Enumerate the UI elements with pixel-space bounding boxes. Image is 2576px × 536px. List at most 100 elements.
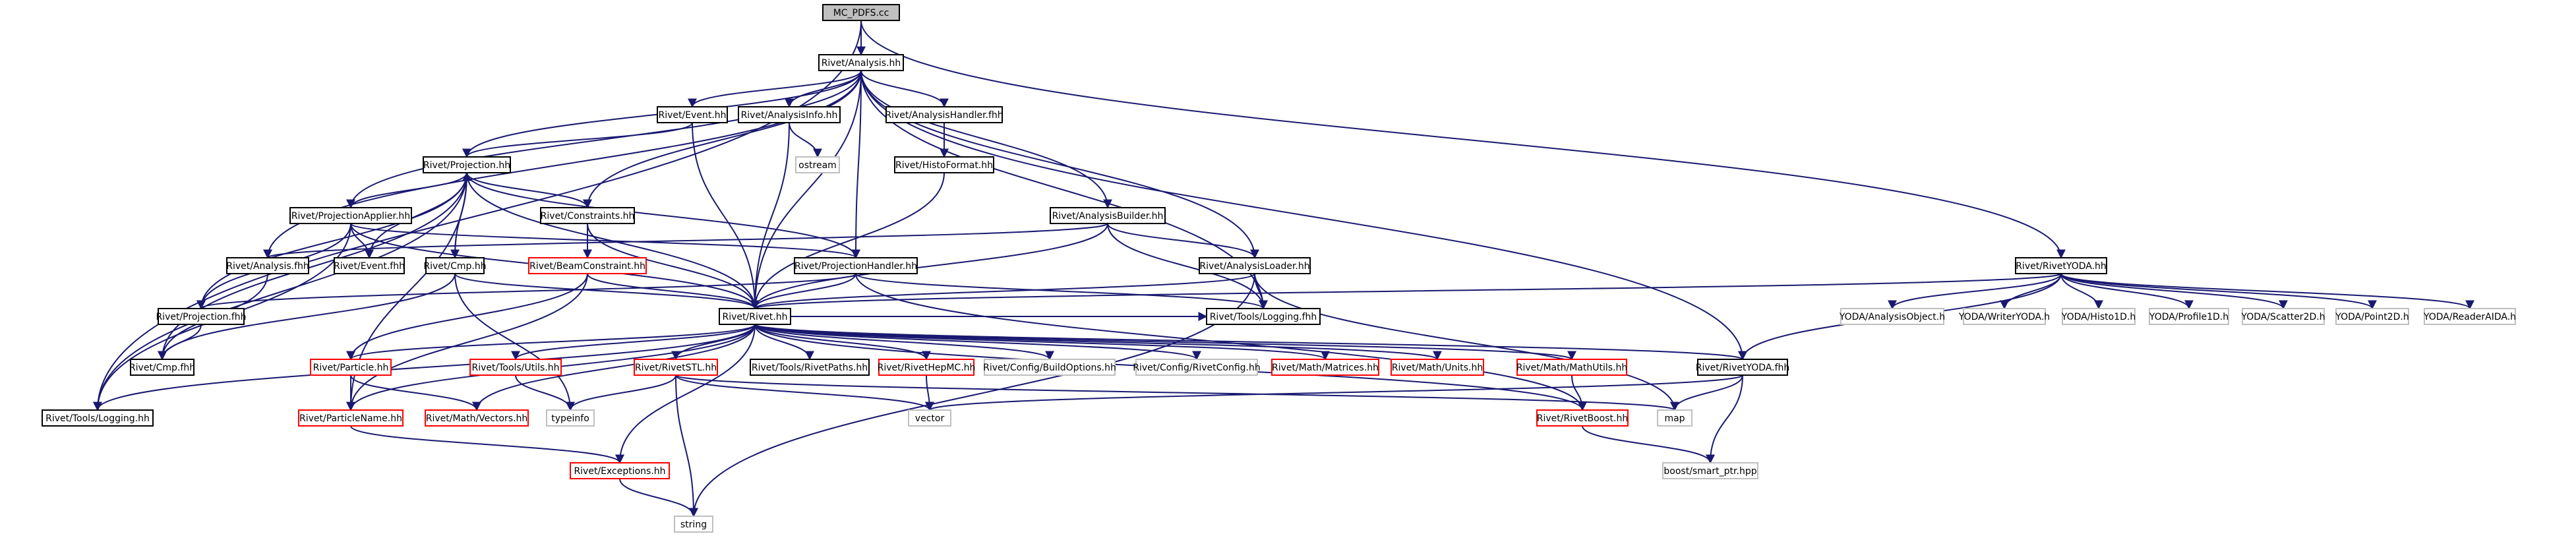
file-nodes: MC_PDFS.ccRivet/Analysis.hhRivet/Event.h… xyxy=(42,4,2516,533)
node-math_units_hh[interactable]: Rivet/Math/Units.hh xyxy=(1391,359,1484,376)
edge-rivetyoda_hh-to-yoda_histo1d xyxy=(2060,273,2103,310)
edge-event_hh-to-rivet_hh xyxy=(692,122,760,310)
node-math_vectors_hh[interactable]: Rivet/Math/Vectors.hh xyxy=(425,409,529,427)
node-tools_utils_hh[interactable]: Rivet/Tools/Utils.hh xyxy=(469,359,562,376)
node-box xyxy=(818,54,904,71)
edge-analysisinfo_hh-to-ostream xyxy=(789,122,822,158)
node-string[interactable]: string xyxy=(674,516,713,533)
node-boost_smart_ptr[interactable]: boost/smart_ptr.hpp xyxy=(1662,462,1758,479)
edge-particlename_hh-to-exceptions_hh xyxy=(350,425,624,464)
node-config_buildoptions_hh[interactable]: Rivet/Config/BuildOptions.hh xyxy=(983,359,1116,376)
node-particlename_hh[interactable]: Rivet/ParticleName.hh xyxy=(298,409,404,427)
edge-rivetstl_hh-to-string xyxy=(675,374,698,518)
node-box xyxy=(130,359,195,376)
node-rivethepmc_hh[interactable]: Rivet/RivetHepMC.hh xyxy=(878,359,976,376)
node-rivetyoda_fhh[interactable]: Rivet/RivetYODA.fhh xyxy=(1696,359,1790,376)
node-box xyxy=(1697,359,1788,376)
node-box xyxy=(2335,308,2409,325)
node-cmp_hh[interactable]: Rivet/Cmp.hh xyxy=(423,257,487,274)
node-box xyxy=(425,257,485,274)
node-projection_fhh[interactable]: Rivet/Projection.fhh xyxy=(156,308,247,325)
node-box xyxy=(634,359,718,376)
node-event_hh[interactable]: Rivet/Event.hh xyxy=(657,106,728,123)
node-yoda_writeryoda[interactable]: YODA/WriterYODA.h xyxy=(1958,308,2050,325)
edge-analysisbuilder_hh-to-analysis_fhh xyxy=(263,223,1108,259)
node-label: Rivet/Exceptions.hh xyxy=(574,466,665,477)
node-label: YODA/Profile1D.h xyxy=(2149,312,2229,322)
node-yoda_histo1d[interactable]: YODA/Histo1D.h xyxy=(2061,308,2136,325)
node-box xyxy=(298,409,404,427)
node-box xyxy=(2242,308,2325,325)
node-projection_hh[interactable]: Rivet/Projection.hh xyxy=(423,156,511,173)
edge-projectionhandler_hh-to-tools_logging_fhh xyxy=(855,273,1268,310)
node-label: YODA/ReaderAIDA.h xyxy=(2423,312,2516,322)
node-projectionhandler_hh[interactable]: Rivet/ProjectionHandler.hh xyxy=(794,257,918,274)
node-yoda_point2d[interactable]: YODA/Point2D.h xyxy=(2335,308,2409,325)
node-yoda_profile1d[interactable]: YODA/Profile1D.h xyxy=(2149,308,2229,325)
node-yoda_analysisobject[interactable]: YODA/AnalysisObject.h xyxy=(1839,308,1945,325)
node-label: typeinfo xyxy=(551,413,589,424)
edge-rivetstl_hh-to-vector xyxy=(675,374,934,411)
node-constraints_hh[interactable]: Rivet/Constraints.hh xyxy=(540,207,635,224)
node-box xyxy=(2062,308,2136,325)
node-box xyxy=(657,106,728,123)
node-typeinfo[interactable]: typeinfo xyxy=(546,409,595,427)
edge-rivet_hh-to-tools_logging_hh xyxy=(93,324,756,411)
edge-projection_hh-to-projection_fhh xyxy=(196,172,467,310)
edge-analysisbuilder_hh-to-rivet_hh xyxy=(750,223,1108,310)
node-beamconstraint_hh[interactable]: Rivet/BeamConstraint.hh xyxy=(528,257,647,274)
edge-projection_hh-to-tools_logging_hh xyxy=(93,172,467,411)
node-label: Rivet/RivetSTL.hh xyxy=(635,363,717,373)
node-box xyxy=(528,257,647,274)
node-map[interactable]: map xyxy=(1657,409,1692,427)
node-tools_logging_hh[interactable]: Rivet/Tools/Logging.hh xyxy=(42,409,154,427)
node-particle_hh[interactable]: Rivet/Particle.hh xyxy=(310,359,392,376)
node-rivetyoda_hh[interactable]: Rivet/RivetYODA.hh xyxy=(2015,257,2107,274)
edge-constraints_hh-to-rivet_hh xyxy=(587,223,760,310)
node-math_mathutils_hh[interactable]: Rivet/Math/MathUtils.hh xyxy=(1516,359,1628,376)
node-tools_logging_fhh[interactable]: Rivet/Tools/Logging.fhh xyxy=(1206,308,1321,325)
node-histoformat_hh[interactable]: Rivet/HistoFormat.hh xyxy=(894,156,994,173)
node-label: YODA/Scatter2D.h xyxy=(2240,312,2325,322)
edge-analysisinfo_hh-to-rivet_hh xyxy=(750,122,790,310)
edge-rivet_hh-to-tools_utils_hh xyxy=(511,324,756,361)
node-exceptions_hh[interactable]: Rivet/Exceptions.hh xyxy=(570,462,670,479)
edge-cmp_hh-to-rivet_hh xyxy=(454,273,760,310)
node-analysisinfo_hh[interactable]: Rivet/AnalysisInfo.hh xyxy=(738,106,841,123)
node-ostream[interactable]: ostream xyxy=(795,156,840,173)
node-cmp_fhh[interactable]: Rivet/Cmp.fhh xyxy=(129,359,195,376)
node-box xyxy=(334,257,405,274)
edge-rivet_hh-to-config_rivetconfig_hh xyxy=(754,324,1201,361)
node-label: Rivet/RivetBoost.hh xyxy=(1537,413,1628,424)
edge-beamconstraint_hh-to-particlename_hh xyxy=(346,273,588,411)
node-event_fhh[interactable]: Rivet/Event.fhh xyxy=(334,257,405,274)
node-tools_rivetpaths_hh[interactable]: Rivet/Tools/RivetPaths.hh xyxy=(750,359,870,376)
edge-analysisbuilder_hh-to-analysisloader_hh xyxy=(1107,223,1259,259)
edge-rivet_hh-to-tools_rivetpaths_hh xyxy=(754,324,814,361)
node-rivetstl_hh[interactable]: Rivet/RivetSTL.hh xyxy=(634,359,718,376)
node-analysishandler_fhh[interactable]: Rivet/AnalysisHandler.fhh xyxy=(885,106,1003,123)
node-box xyxy=(885,106,1003,123)
edge-analysis_hh-to-projectionhandler_hh xyxy=(851,70,862,259)
node-vector[interactable]: vector xyxy=(908,409,951,427)
node-projectionapplier_hh[interactable]: Rivet/ProjectionApplier.hh xyxy=(289,207,412,224)
node-config_rivetconfig_hh[interactable]: Rivet/Config/RivetConfig.hh xyxy=(1133,359,1261,376)
edge-rivetyoda_hh-to-rivet_hh xyxy=(750,273,2062,310)
node-box xyxy=(423,156,511,173)
node-box xyxy=(878,359,974,376)
node-analysisloader_hh[interactable]: Rivet/AnalysisLoader.hh xyxy=(1199,257,1311,274)
node-label: Rivet/Analysis.hh xyxy=(822,58,901,69)
node-analysisbuilder_hh[interactable]: Rivet/AnalysisBuilder.hh xyxy=(1050,207,1166,224)
edge-rivetyoda_hh-to-yoda_analysisobject xyxy=(1888,273,2062,310)
edge-rivetyoda_fhh-to-vector xyxy=(925,374,1743,411)
node-analysis_hh[interactable]: Rivet/Analysis.hh xyxy=(818,54,904,71)
node-mc_pdfs: MC_PDFS.cc xyxy=(822,4,900,21)
node-box xyxy=(1135,359,1258,376)
node-rivetboost_hh[interactable]: Rivet/RivetBoost.hh xyxy=(1536,409,1629,427)
node-analysis_fhh[interactable]: Rivet/Analysis.fhh xyxy=(226,257,309,274)
node-label: Rivet/Tools/Logging.hh xyxy=(45,413,150,424)
node-yoda_readeraida[interactable]: YODA/ReaderAIDA.h xyxy=(2423,308,2516,325)
node-yoda_scatter2d[interactable]: YODA/Scatter2D.h xyxy=(2240,308,2325,325)
node-math_matrices_hh[interactable]: Rivet/Math/Matrices.hh xyxy=(1271,359,1379,376)
node-rivet_hh[interactable]: Rivet/Rivet.hh xyxy=(719,308,791,325)
